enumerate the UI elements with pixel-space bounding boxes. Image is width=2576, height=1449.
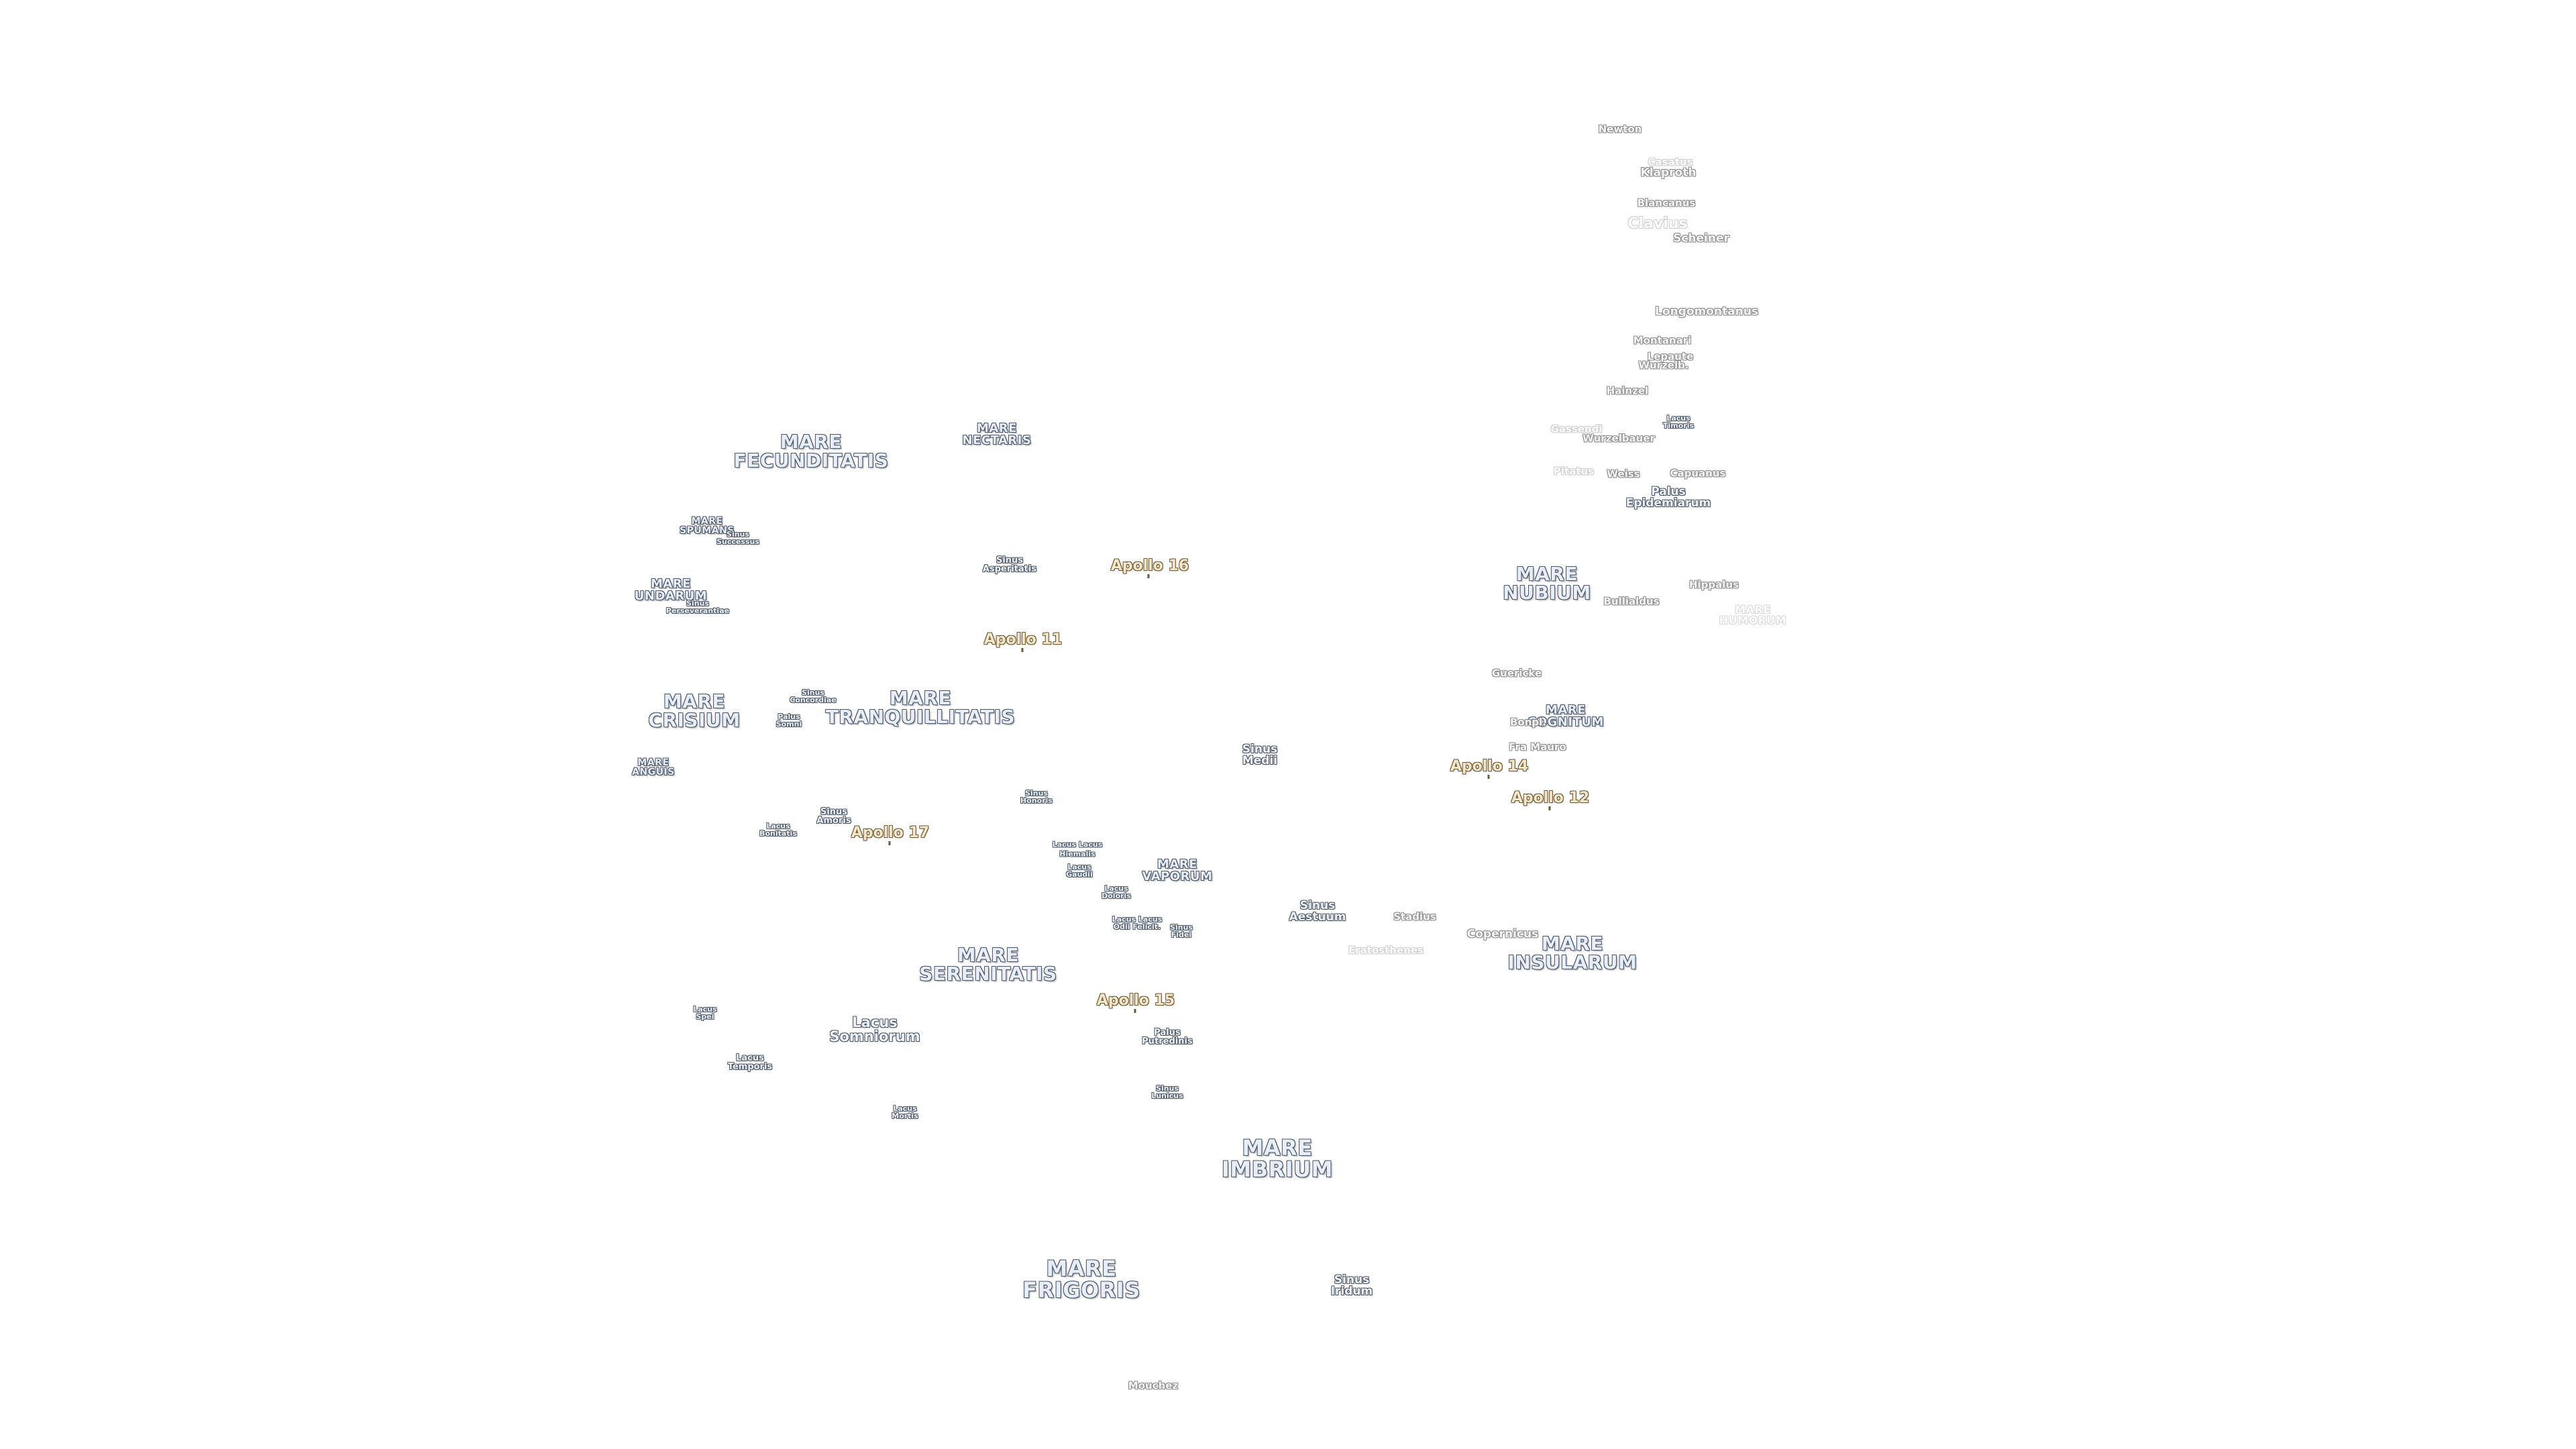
palus-somni-label: Palus Somni [775,712,802,729]
sinus-concordiae-label: Sinus Concordiae [790,688,837,704]
mare-cognitum-label: MARE COGNITUM [1527,703,1604,729]
casatus-crater-label: Casatus [1648,156,1693,168]
apollo-11-marker [1021,648,1024,652]
scheiner-crater-label: Scheiner [1673,231,1729,246]
mare-vaporum-label: MARE VAPORUM [1142,857,1213,883]
apollo-16-marker [1147,574,1150,578]
lacus-timoris-label: Lacus Timoris [1662,414,1695,430]
newton-crater-label: Newton [1598,123,1642,136]
lacus-mortis-label: Lacus Mortis [892,1104,918,1120]
mare-fecunditatis-label: MARE FECUNDITATIS [733,431,889,472]
sinus-successus-label: Sinus Successus [716,530,759,546]
mare-insularum-label: MARE INSULARUM [1507,932,1638,973]
hainzel-crater-label: Hainzel [1606,384,1649,397]
mare-anguis-label: MARE ANGUIS [632,757,675,777]
apollo-11-label: Apollo 11 [983,631,1063,648]
hippalus-crater-label: Hippalus [1688,578,1739,591]
wurzelbauer-crater-label: Wurzelbauer [1582,432,1655,445]
sinus-iridum-label: Sinus Iridum [1330,1273,1373,1298]
apollo-14-label: Apollo 14 [1450,758,1529,775]
sinus-medii-label: Sinus Medii [1242,743,1278,767]
mare-spumans-label: MARE SPUMANS [680,516,735,536]
lacus-gaudii-label: Lacus Gaudii [1066,863,1093,879]
mare-humorum-label: MARE HUMORUM [1719,603,1787,627]
clavius-crater-label: Clavius [1627,215,1688,232]
sinus-aestuum-label: Sinus Aestuum [1289,899,1346,924]
apollo-17-label: Apollo 17 [851,824,930,841]
sinus-asperitatis-label: Sinus Asperitatis [982,555,1037,574]
mare-imbrium-label: MARE IMBRIUM [1221,1135,1334,1182]
sinus-honoris-label: Sinus Honoris [1020,789,1053,805]
mare-crisium-label: MARE CRISIUM [648,690,741,731]
klaproth-crater-label: Klaproth [1640,166,1697,180]
mare-serenitatis-label: MARE SERENITATIS [919,944,1057,985]
apollo-15-label: Apollo 15 [1096,992,1175,1009]
capuanus-crater-label: Capuanus [1670,467,1726,480]
apollo-12-marker [1548,806,1551,810]
apollo-15-marker [1134,1009,1136,1013]
longomontanus-crater-label: Longomontanus [1655,305,1758,319]
apollo-17-marker [888,841,891,845]
wurzelbauer-top-crater-label: Wurzelb. [1638,359,1689,372]
mare-undarum-label: MARE UNDARUM [634,577,708,603]
eratosthenes-crater-label: Eratosthenes [1348,944,1424,957]
lacus-doloris-label: Lacus Doloris [1102,884,1131,900]
montanari-crater-label: Montanari [1633,334,1692,347]
stadius-crater-label: Stadius [1393,910,1436,923]
sinus-amoris-label: Sinus Amoris [816,807,851,826]
lacus-somniorum-label: Lacus Somniorum [829,1014,920,1044]
lacus-lenitatis-label: Lacus Lacus [1052,840,1103,849]
sinus-fidei-label: Sinus Fidei [1170,923,1193,939]
lacus-odii-label: Lacus Lacus Odii Felicit. [1112,915,1163,931]
palus-epidemiarum-label: Palus Epidemiarum [1625,485,1711,510]
lacus-hiemalis-label: Hiemalis [1059,849,1095,859]
lacus-temporis-label: Lacus Temporis [727,1053,773,1072]
mare-tranquillitatis-label: MARE TRANQUILLITATIS [825,687,1016,728]
apollo-12-label: Apollo 12 [1511,790,1590,806]
pitatus-crater-label: Pitatus [1553,465,1595,478]
palus-putredinis-label: Palus Putredinis [1142,1028,1193,1046]
apollo-14-marker [1487,775,1490,779]
gassendi-crater-label: Gassendi [1550,423,1603,435]
lepaute-crater-label: Lepaute [1647,350,1694,363]
bonpland-crater-label: Bonpl. [1510,716,1546,729]
copernicus-crater-label: Copernicus [1466,927,1539,941]
mare-nectaris-label: MARE NECTARIS [962,421,1032,447]
mouchez-crater-label: Mouchez [1128,1379,1179,1392]
guericke-crater-label: Guericke [1491,667,1542,680]
mare-nubium-label: MARE NUBIUM [1503,563,1591,604]
lacus-spei-label: Lacus Spei [693,1005,717,1021]
lacus-bonitatis-label: Lacus Bonitatis [759,822,797,838]
mare-frigoris-label: MARE FRIGORIS [1022,1256,1140,1303]
fra-mauro-crater-label: Fra Mauro [1509,741,1566,753]
sinus-perseverantiae-label: Sinus Perseverantiae [665,599,730,615]
sinus-lunicus-label: Sinus Lunicus [1151,1084,1183,1100]
weiss-crater-label: Weiss [1607,468,1640,480]
bullialdus-crater-label: Bullialdus [1603,595,1660,608]
blancanus-crater-label: Blancanus [1637,197,1696,209]
apollo-16-label: Apollo 16 [1110,557,1189,574]
